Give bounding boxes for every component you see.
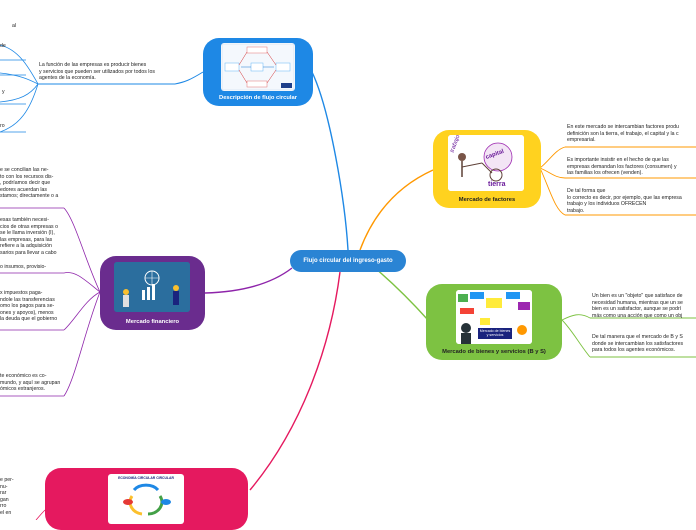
node-mercado-bienes[interactable]: Mercado de bienes y servicios Mercado de… bbox=[426, 284, 562, 360]
node-title: Mercado de factores bbox=[458, 197, 516, 203]
economia-thumbnail: ECONOMÍA CIRCULAR CIRCULAR bbox=[108, 474, 184, 524]
leaf-factores-2[interactable]: Es importante insistir en el hecho de qu… bbox=[567, 157, 677, 177]
node-mercado-financiero[interactable]: Mercado financiero bbox=[100, 256, 205, 330]
leaf-factores-3[interactable]: De tal forma que lo correcto es decir, p… bbox=[567, 188, 682, 214]
flow-diagram-thumbnail bbox=[221, 43, 295, 91]
fragment-4: ro bbox=[0, 123, 5, 129]
fragment-3: y bbox=[2, 89, 5, 95]
fragment-1: al bbox=[12, 23, 17, 29]
leaf-financiero-5[interactable]: te económico es co- mundo, y aquí se agr… bbox=[0, 373, 61, 393]
leaf-descripcion-1[interactable]: La función de las empresas es producir b… bbox=[39, 62, 155, 82]
node-economia-circular[interactable]: ECONOMÍA CIRCULAR CIRCULAR bbox=[45, 468, 248, 530]
leaf-financiero-2[interactable]: esas también necesi- cios de otras empre… bbox=[0, 217, 58, 256]
node-mercado-factores[interactable]: trabajo capital tierra Mercado de factor… bbox=[433, 130, 541, 208]
word-tierra: tierra bbox=[488, 181, 506, 188]
financiero-thumbnail bbox=[114, 262, 190, 312]
leaf-bienes-2[interactable]: De tal manera que el mercado de B y S do… bbox=[592, 334, 684, 354]
leaf-financiero-3[interactable]: o insumos, provisio- bbox=[0, 264, 47, 270]
fragment-2: de bbox=[0, 43, 6, 49]
bienes-thumb-label: Mercado de bienes y servicios bbox=[479, 329, 511, 338]
leaf-factores-1[interactable]: En este mercado se intercambian factores… bbox=[567, 124, 679, 144]
central-topic[interactable]: Flujo circular del ingreso-gasto bbox=[290, 250, 406, 272]
factores-thumbnail: trabajo capital tierra bbox=[448, 135, 524, 191]
leaf-bienes-1[interactable]: Un bien es un "objeto" que satisface de … bbox=[592, 293, 683, 319]
node-title: Descripción de flujo circular bbox=[219, 95, 297, 101]
bienes-thumbnail: Mercado de bienes y servicios bbox=[456, 290, 532, 344]
node-title: Mercado financiero bbox=[125, 319, 180, 325]
node-descripcion-flujo[interactable]: Descripción de flujo circular bbox=[203, 38, 313, 106]
leaf-economia-1[interactable]: e per- nu- rar gan rro el en bbox=[0, 477, 14, 516]
leaf-financiero-1[interactable]: e se concilian las ne- to con los recurs… bbox=[0, 167, 59, 200]
central-topic-label: Flujo circular del ingreso-gasto bbox=[303, 258, 393, 264]
node-title: Mercado de bienes y servicios (B y S) bbox=[442, 349, 546, 355]
economia-thumb-title: ECONOMÍA CIRCULAR CIRCULAR bbox=[118, 476, 174, 480]
leaf-financiero-4[interactable]: x impuestos paga- ndole las transferenci… bbox=[0, 290, 58, 323]
